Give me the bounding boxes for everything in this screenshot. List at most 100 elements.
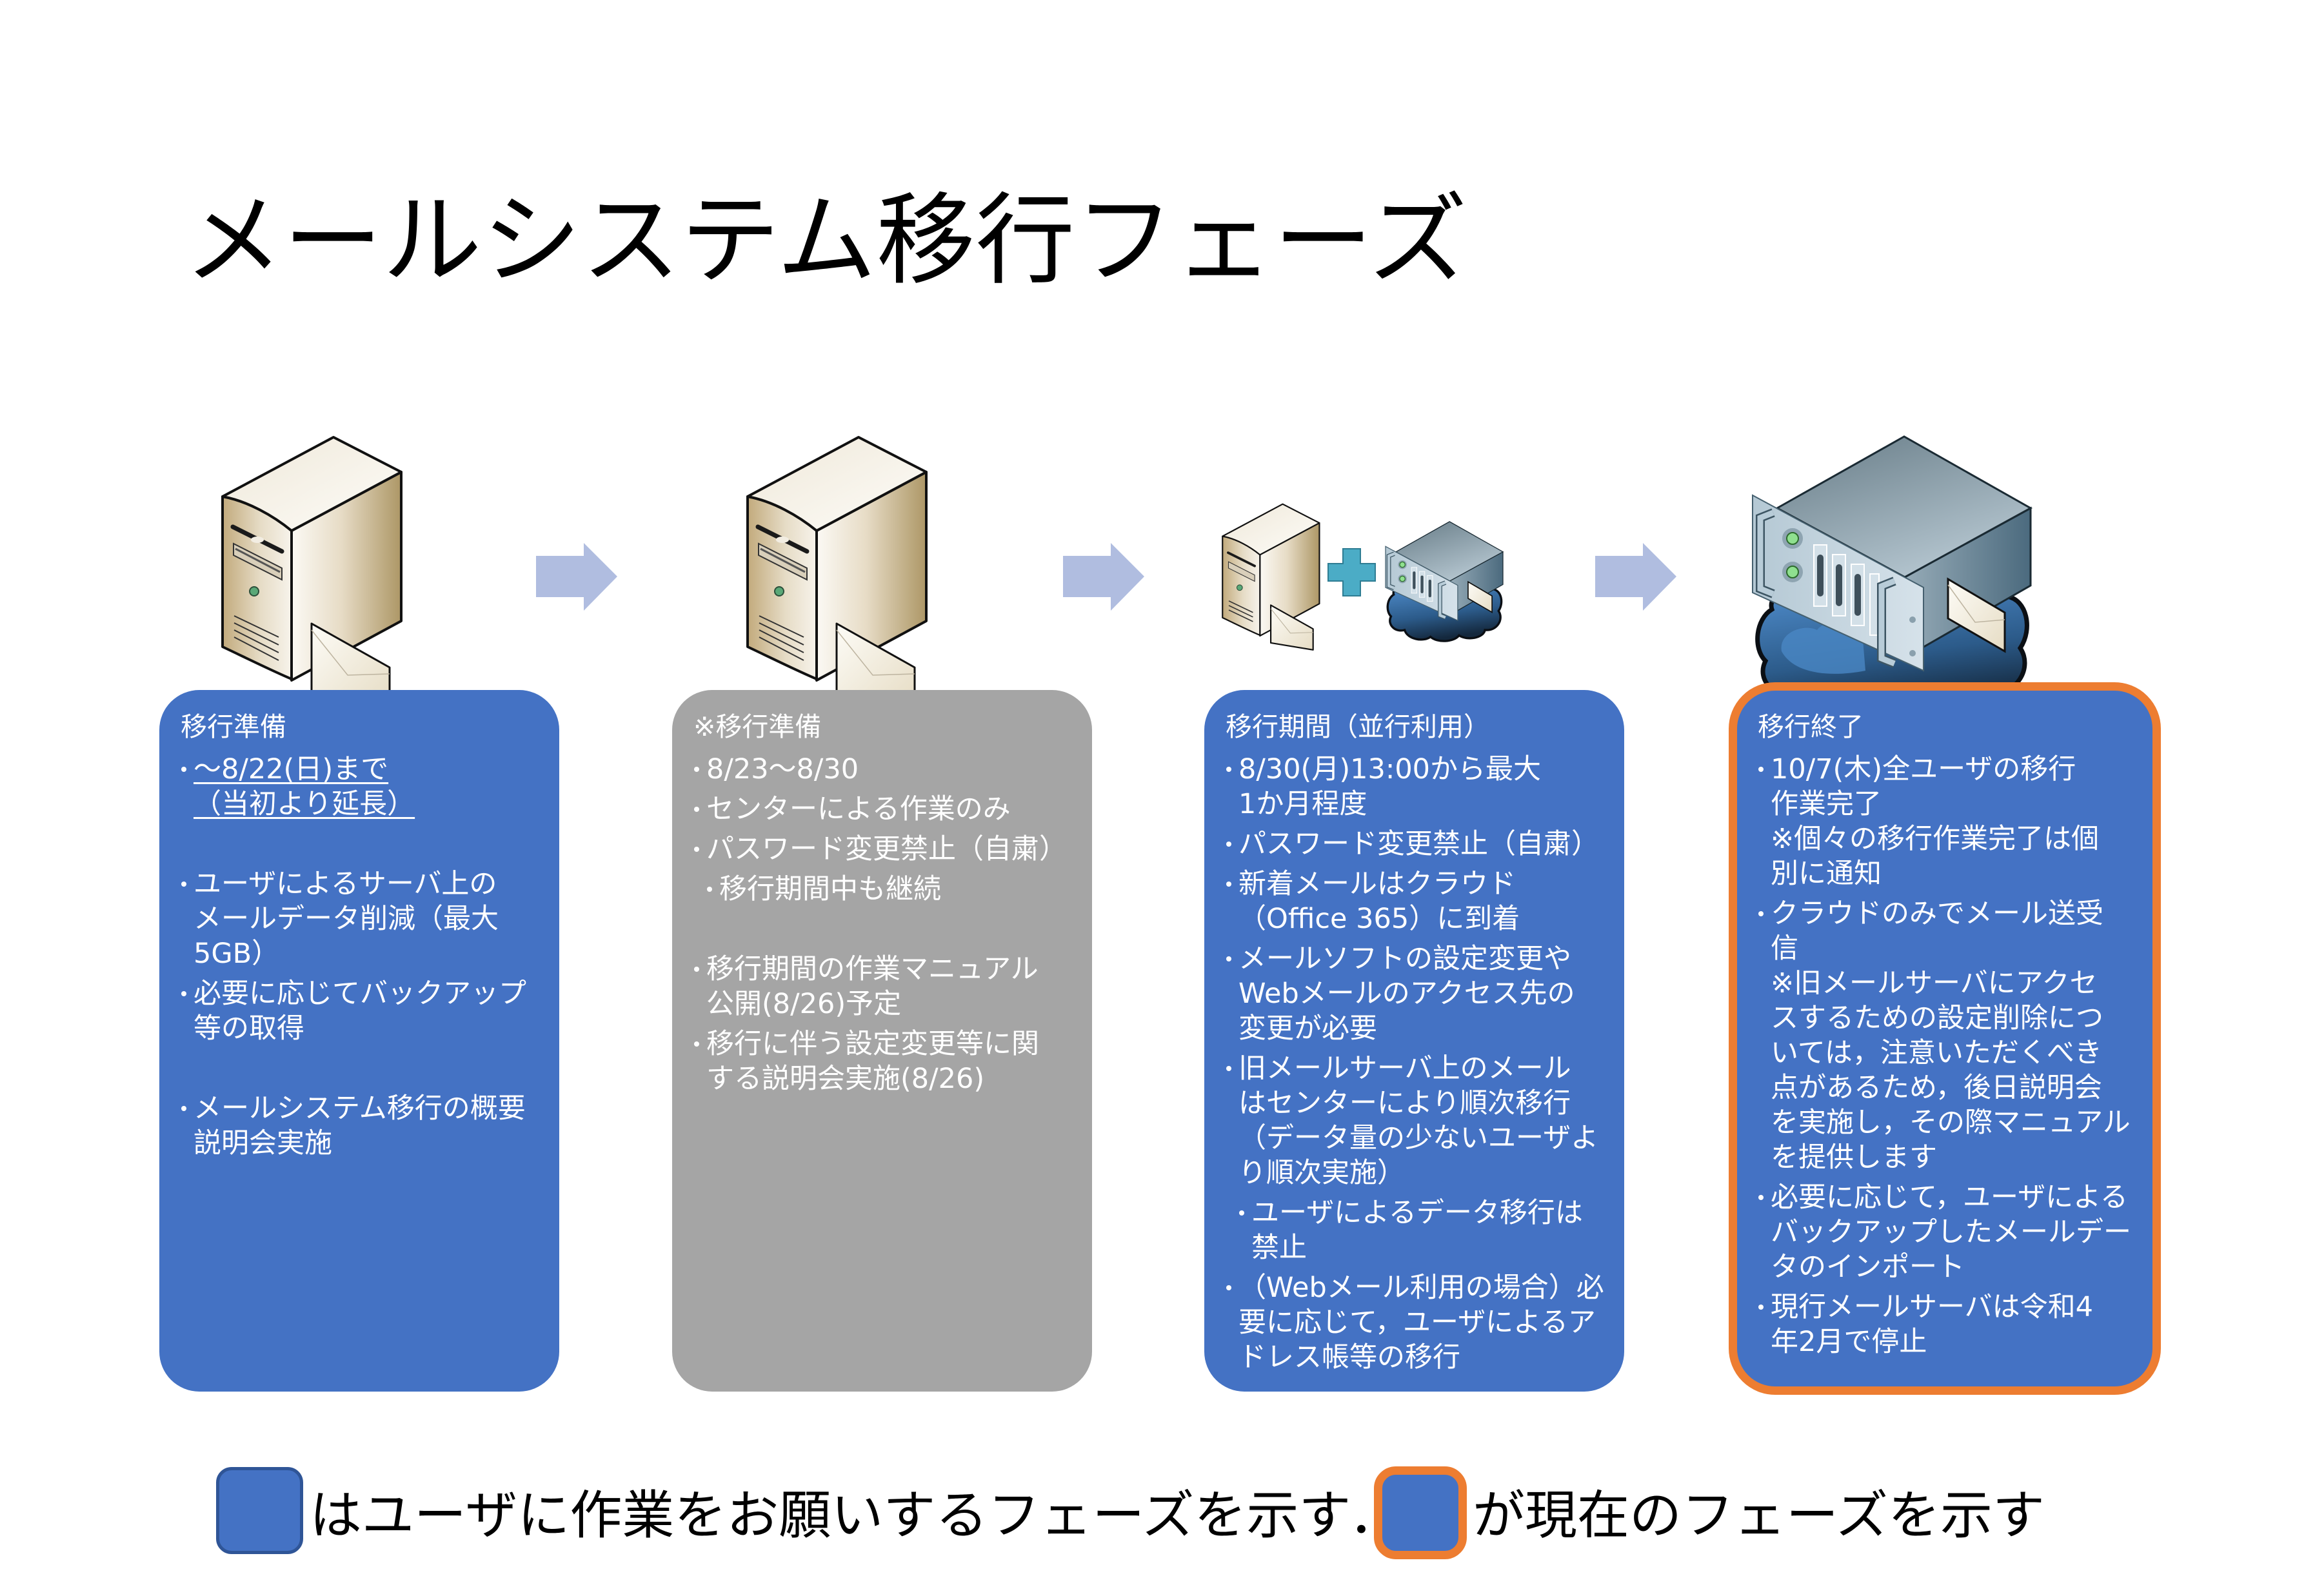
spacer <box>693 912 1084 947</box>
bullet-line: 新着メールはクラウド <box>1238 868 1516 900</box>
legend-swatch-user-action <box>216 1467 303 1554</box>
bullet-item: パスワード変更禁止（自粛） <box>1226 827 1616 862</box>
bullet-line: メールソフトの設定変更や <box>1238 943 1571 975</box>
bullet-line: 移行に伴う設定変更等に関 <box>706 1028 1039 1060</box>
bullet-icon <box>707 887 712 892</box>
bullet-item: （Webメール利用の場合）必 要に応じて，ユーザによるア ドレス帳等の移行 <box>1226 1270 1616 1375</box>
bullet-icon <box>1758 1195 1764 1200</box>
bullet-line: を提供します <box>1771 1141 1937 1174</box>
bullet-item: 移行に伴う設定変更等に関 する説明会実施(8/26) <box>693 1027 1084 1096</box>
bullet-line: タのインポート <box>1771 1251 1965 1283</box>
bullet-icon <box>694 767 699 772</box>
bullet-line: ～8/22(日)まで <box>194 753 389 785</box>
bullet-line: する説明会実施(8/26) <box>706 1063 985 1095</box>
bullet-icon <box>694 967 699 972</box>
legend-text-user-action: はユーザに作業をお願いするフェーズを示す． <box>310 1486 1402 1546</box>
sub-bullet-item: 移行期間中も継続 <box>706 872 1084 907</box>
bullet-line: 要に応じて，ユーザによるア <box>1238 1306 1596 1339</box>
bullet-line: Webメールのアクセス先の <box>1238 978 1575 1010</box>
bullet-line: 別に通知 <box>1771 858 1882 890</box>
phase-card-migration-period: 移行期間（並行利用） 8/30(月)13:00から最大 1か月程度 パスワード変… <box>1204 690 1624 1392</box>
bullet-line: 変更が必要 <box>1238 1012 1377 1045</box>
bullet-icon <box>1758 767 1764 772</box>
bullet-icon <box>181 991 186 996</box>
bullet-icon <box>694 807 699 812</box>
bullet-line: 旧メールサーバ上のメール <box>1238 1052 1571 1085</box>
bullet-icon <box>181 767 186 772</box>
bullet-line: ドレス帳等の移行 <box>1238 1341 1460 1374</box>
phase-card-center-preparation: ※移行準備 8/23～8/30 センターによる作業のみ パスワード変更禁止（自粛… <box>672 690 1092 1392</box>
bullet-item: 旧メールサーバ上のメール はセンターにより順次移行 （データ量の少ないユーザよ … <box>1226 1051 1616 1190</box>
bullet-line: （Webメール利用の場合）必 <box>1238 1272 1604 1304</box>
right-arrow-icon <box>1063 543 1144 611</box>
bullet-item: クラウドのみでメール送受 信 ※旧メールサーバにアクセ スするための設定削除につ… <box>1758 896 2147 1175</box>
mail-server-icon <box>1222 503 1320 651</box>
bullet-line: はセンターにより順次移行 <box>1238 1087 1571 1119</box>
bullet-line: ユーザによるサーバ上の <box>194 868 497 900</box>
bullet-line: ユーザによるデータ移行は <box>1251 1197 1583 1229</box>
bullet-icon <box>1758 911 1764 916</box>
bullet-line: バックアップしたメールデー <box>1771 1216 2131 1248</box>
bullet-line: センターによる作業のみ <box>706 793 1011 825</box>
bullet-item: 必要に応じて，ユーザによる バックアップしたメールデー タのインポート <box>1758 1180 2147 1285</box>
page-title: メールシステム移行フェーズ <box>184 183 1467 299</box>
bullet-line: ※旧メールサーバにアクセ <box>1771 967 2098 1000</box>
bullet-icon <box>694 1041 699 1047</box>
bullet-line: 8/30(月)13:00から最大 <box>1238 753 1542 785</box>
bullet-line: スするための設定削除につ <box>1771 1002 2103 1034</box>
phase-card-migration-complete-current: 移行終了 10/7(木)全ユーザの移行 作業完了 ※個々の移行作業完了は個 別に… <box>1729 682 2161 1395</box>
phase-header: 移行期間（並行利用） <box>1226 711 1490 742</box>
bullet-line: 現行メールサーバは令和4 <box>1771 1291 2093 1323</box>
bullet-line: ※個々の移行作業完了は個 <box>1771 823 2100 855</box>
bullet-line: 信 <box>1771 932 1798 965</box>
bullet-item: 現行メールサーバは令和4 年2月で停止 <box>1758 1290 2147 1359</box>
bullet-line: 移行期間の作業マニュアル <box>706 953 1039 985</box>
bullet-line: 5GB） <box>194 938 280 970</box>
bullet-icon <box>1226 882 1231 887</box>
mail-server-icon <box>221 436 403 707</box>
bullet-line: 必要に応じてバックアップ <box>194 978 526 1010</box>
bullet-line: 必要に応じて，ユーザによる <box>1771 1181 2128 1214</box>
legend-swatch-current-phase <box>1374 1466 1467 1559</box>
bullet-item: パスワード変更禁止（自粛） <box>693 832 1084 867</box>
bullet-icon <box>1239 1210 1244 1216</box>
bullet-line: 点があるため，後日説明会 <box>1771 1072 2102 1104</box>
bullet-line: 10/7(木)全ユーザの移行 <box>1771 753 2076 785</box>
spacer <box>181 827 552 862</box>
cloud-mail-server-icon <box>1752 435 2033 722</box>
bullet-item: 8/30(月)13:00から最大 1か月程度 <box>1226 752 1616 822</box>
bullet-line: 年2月で停止 <box>1771 1326 1927 1358</box>
bullet-item: 新着メールはクラウド （Office 365）に到着 <box>1226 867 1616 936</box>
phase-header: 移行終了 <box>1758 711 1864 742</box>
mail-server-icon <box>746 436 928 707</box>
bullet-item: メールシステム移行の概要 説明会実施 <box>181 1091 552 1161</box>
bullet-line: 公開(8/26)予定 <box>706 988 902 1020</box>
bullet-item: メールソフトの設定変更や Webメールのアクセス先の 変更が必要 <box>1226 941 1616 1046</box>
bullet-line: （当初より延長） <box>194 788 415 820</box>
legend-text-current-phase: が現在のフェーズを示す <box>1473 1486 2045 1546</box>
right-arrow-icon <box>536 543 617 611</box>
bullet-line: 8/23～8/30 <box>706 753 859 785</box>
bullet-line: パスワード変更禁止（自粛） <box>706 833 1067 865</box>
spacer <box>181 1051 552 1086</box>
bullet-icon <box>1226 842 1231 847</box>
bullet-line: 説明会実施 <box>194 1127 332 1159</box>
bullet-icon <box>1226 956 1231 961</box>
phase-header: 移行準備 <box>181 711 286 742</box>
bullet-line: （Office 365）に到着 <box>1238 903 1520 935</box>
bullet-line: パスワード変更禁止（自粛） <box>1238 828 1599 860</box>
bullet-line: クラウドのみでメール送受 <box>1771 898 2103 930</box>
bullet-item: 8/23～8/30 <box>693 752 1084 787</box>
bullet-item: センターによる作業のみ <box>693 792 1084 827</box>
right-arrow-icon <box>1595 543 1676 611</box>
plus-icon <box>1327 548 1376 596</box>
bullet-icon <box>181 882 186 887</box>
cloud-mail-server-icon <box>1385 521 1504 642</box>
bullet-line: 1か月程度 <box>1238 788 1367 820</box>
bullet-item: 必要に応じてバックアップ 等の取得 <box>181 976 552 1046</box>
bullet-icon <box>1758 1305 1764 1310</box>
bullet-icon <box>1226 1066 1231 1071</box>
bullet-icon <box>694 847 699 852</box>
bullet-item: 10/7(木)全ユーザの移行 作業完了 ※個々の移行作業完了は個 別に通知 <box>1758 752 2147 891</box>
